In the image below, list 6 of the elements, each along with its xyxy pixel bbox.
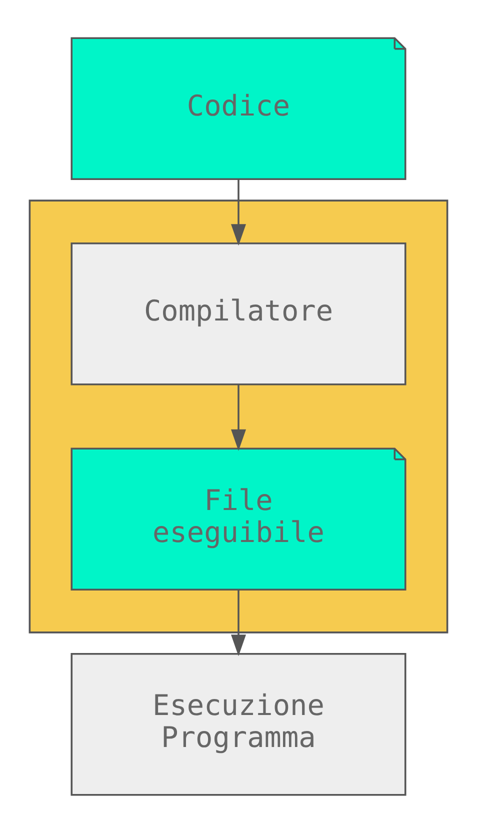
arrow [231,384,246,450]
arrow [231,178,246,246]
node-box: Compilatore [70,242,406,385]
node-box: Esecuzione Programma [70,652,406,796]
arrow [231,589,246,656]
cluster [28,199,448,633]
